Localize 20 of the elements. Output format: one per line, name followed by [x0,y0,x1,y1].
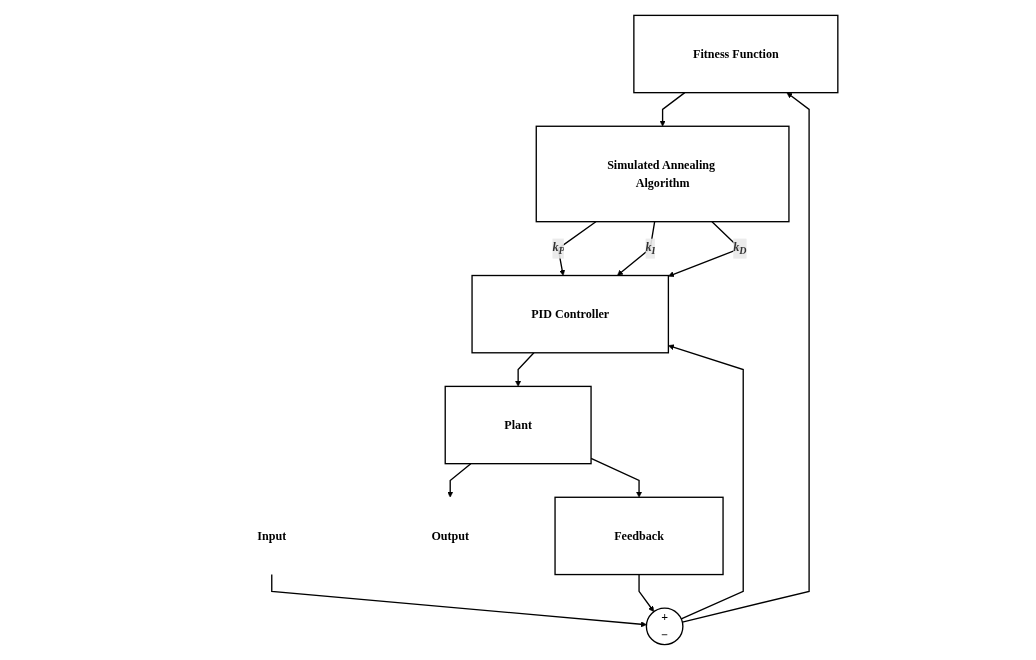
node-circle: + − [645,607,684,646]
arrow [617,221,656,276]
edge-label: k$_{D}$ [733,240,747,257]
edge-label: k$_{I}$ [645,240,656,257]
arrow [557,221,597,276]
arrow [515,352,535,387]
node-text: Output [431,528,470,543]
arrow [638,573,655,612]
node-box: Plant [444,385,592,465]
arrow [681,92,810,623]
node-box: Fitness Function [633,14,839,94]
arrow [668,344,744,620]
node-box: PID Controller [471,274,670,354]
node-box: Simulated Annealing Algorithm [535,125,790,223]
node-text: Input [257,528,287,543]
edge-label: k$_{P}$ [552,240,565,257]
node-box: Feedback [554,496,724,576]
arrow [271,573,647,628]
arrow [447,463,472,498]
arrow [659,92,686,127]
